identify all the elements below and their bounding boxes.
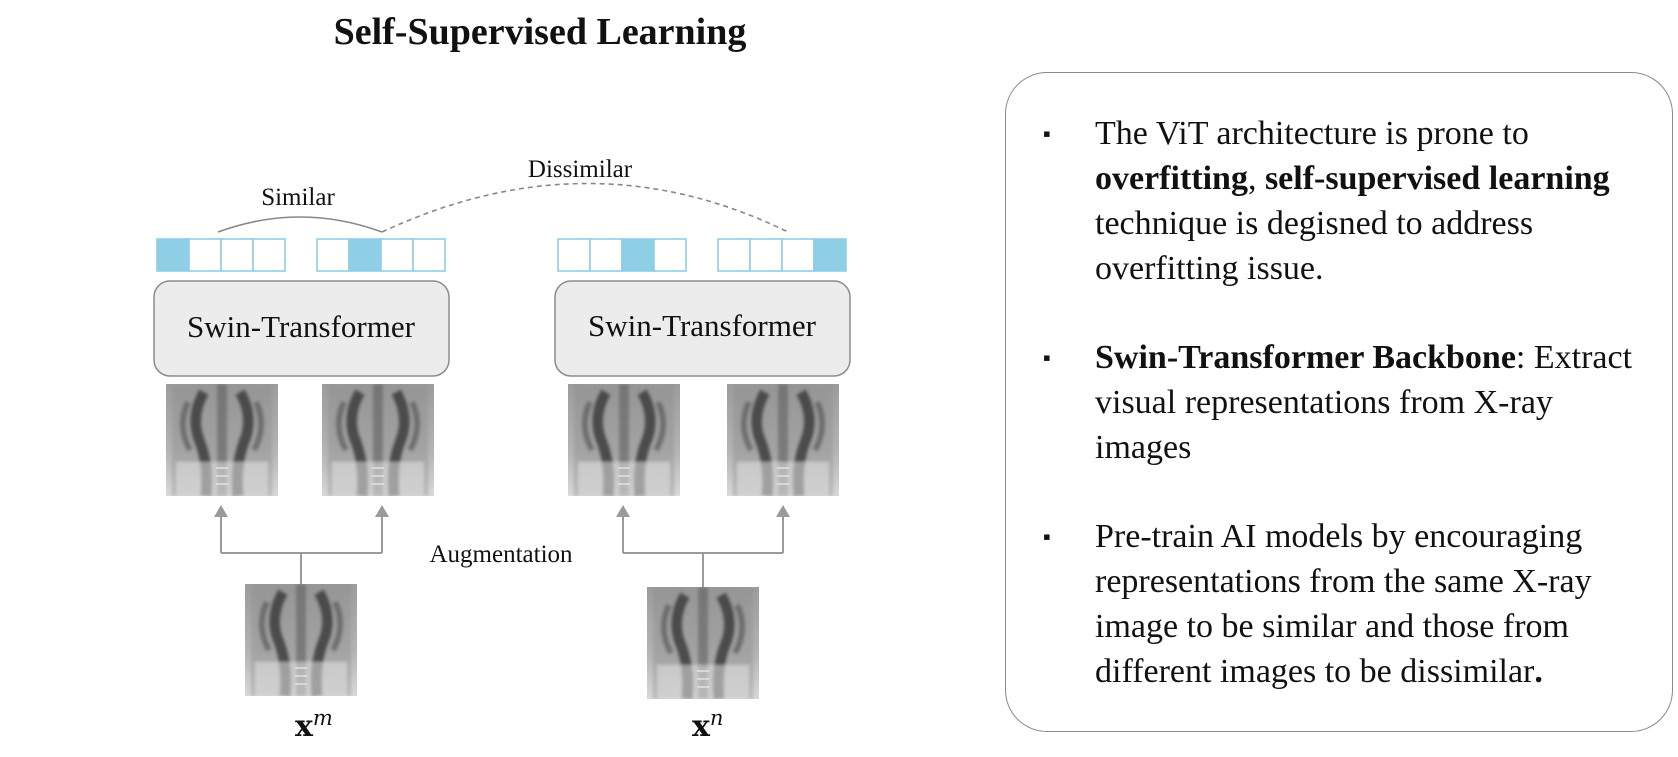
swin-transformer-left-box xyxy=(153,280,450,377)
bullet-point: ▪ Pre-train AI models by encouraging repr… xyxy=(1006,514,1672,694)
bullet-text-bold: overfitting xyxy=(1095,160,1248,197)
embedding-cell xyxy=(316,238,350,272)
swin-transformer-right-box xyxy=(554,280,851,377)
similar-arc xyxy=(217,216,383,233)
embedding-cell xyxy=(412,238,446,272)
augmented-xray-image xyxy=(568,384,680,496)
dissimilar-label: Dissimilar xyxy=(528,156,633,183)
augmented-xray-image xyxy=(166,384,278,496)
augmented-xray-image xyxy=(727,384,839,496)
bullet-list: ▪ The ViT architecture is prone to overfi… xyxy=(1006,111,1672,738)
embedding-cell xyxy=(653,238,687,272)
bullet-text: Pre-train AI models by encouraging repre… xyxy=(1095,518,1592,690)
embedding-cell xyxy=(813,238,847,272)
augmentation-label: Augmentation xyxy=(429,541,573,568)
bullet-text: The ViT architecture is prone to xyxy=(1095,115,1529,152)
embedding-cell xyxy=(252,238,286,272)
explanation-panel: ▪ The ViT architecture is prone to overfi… xyxy=(1005,72,1673,732)
embedding-cell xyxy=(781,238,815,272)
embedding-cell xyxy=(749,238,783,272)
embedding-cell xyxy=(380,238,414,272)
augmented-xray-image xyxy=(322,384,434,496)
embedding-cell xyxy=(557,238,591,272)
bullet-text: : Extract visual representations from X-… xyxy=(1095,339,1633,466)
swin-transformer-left-label: Swin-Transformer xyxy=(187,309,416,344)
bullet-point: ▪ The ViT architecture is prone to overfi… xyxy=(1006,111,1672,291)
similar-label: Similar xyxy=(261,184,335,211)
bullet-marker-icon: ▪ xyxy=(1043,345,1051,370)
swin-transformer-right-label: Swin-Transformer xyxy=(588,308,817,343)
embedding-cell xyxy=(220,238,254,272)
embedding-cell xyxy=(188,238,222,272)
embedding-cell xyxy=(717,238,751,272)
bullet-point: ▪ Swin-Transformer Backbone: Extract visu… xyxy=(1006,335,1672,470)
bullet-text-bold: self-supervised learning xyxy=(1264,160,1610,197)
bullet-text-bold: . xyxy=(1534,653,1543,690)
bullet-marker-icon: ▪ xyxy=(1043,121,1051,146)
dissimilar-arc xyxy=(381,182,789,233)
embedding-cell xyxy=(348,238,382,272)
input-xray-image xyxy=(647,587,759,699)
embedding-cell xyxy=(156,238,190,272)
self-supervised-diagram: Similar Dissimilar Swin-Transformer Swin… xyxy=(153,156,851,757)
input-label-m: xm xyxy=(295,706,333,744)
embedding-vectors xyxy=(156,238,847,272)
bullet-marker-icon: ▪ xyxy=(1043,524,1051,549)
bullet-text-bold: Swin-Transformer Backbone xyxy=(1095,339,1516,376)
embedding-cell xyxy=(589,238,623,272)
augmentation-connector-right xyxy=(623,552,783,587)
bullet-text: technique is degisned to address overfit… xyxy=(1095,205,1534,287)
input-xray-image xyxy=(245,584,357,696)
augmentation-connector-left xyxy=(221,552,382,585)
bullet-text: , xyxy=(1247,160,1265,197)
embedding-cell xyxy=(621,238,655,272)
input-label-n: xn xyxy=(692,706,724,744)
page-title: Self-Supervised Learning xyxy=(333,11,747,53)
